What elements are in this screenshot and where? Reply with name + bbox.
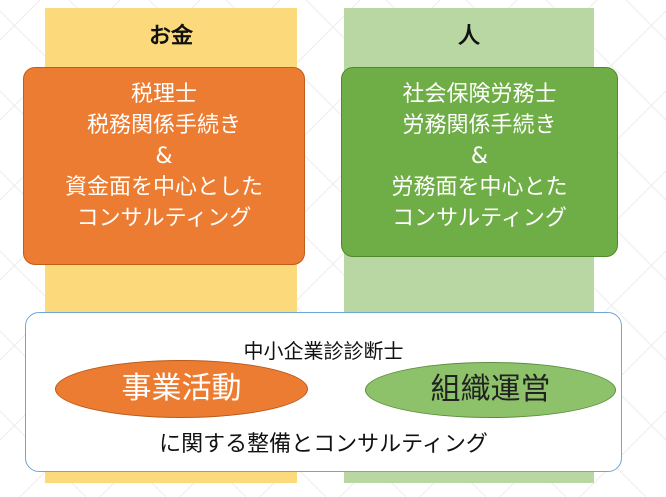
tax-card-line: & (155, 144, 173, 169)
tax-card-line: 税務関係手続き (86, 113, 241, 138)
labor-consultant-card: 社会保険労務士 労務関係手続き & 労務面を中心とた コンサルティング (341, 67, 618, 257)
tax-card-line: 税理士 (130, 82, 197, 107)
people-column-header: 人 (457, 24, 480, 49)
sme-consultant-footer: に関する整備とコンサルティング (159, 432, 488, 457)
organization-management-ellipse: 組織運営 (365, 362, 616, 418)
labor-card-line: コンサルティング (392, 206, 567, 231)
tax-card-line: 資金面を中心とした (64, 175, 263, 200)
sme-consultant-title: 中小企業診診断士 (243, 339, 404, 363)
tax-accountant-card: 税理士 税務関係手続き & 資金面を中心とした コンサルティング (23, 67, 305, 265)
labor-card-line: 労務面を中心とた (391, 175, 568, 200)
business-activity-ellipse: 事業活動 (55, 360, 308, 418)
sme-consultant-box: 中小企業診診断士 事業活動 組織運営 に関する整備とコンサルティング (25, 312, 622, 472)
labor-card-line: 労務関係手続き (402, 113, 557, 138)
labor-card-line: & (470, 144, 489, 169)
labor-card-line: 社会保険労務士 (402, 82, 557, 107)
tax-card-line: コンサルティング (76, 206, 252, 231)
money-column-header: お金 (148, 24, 193, 49)
